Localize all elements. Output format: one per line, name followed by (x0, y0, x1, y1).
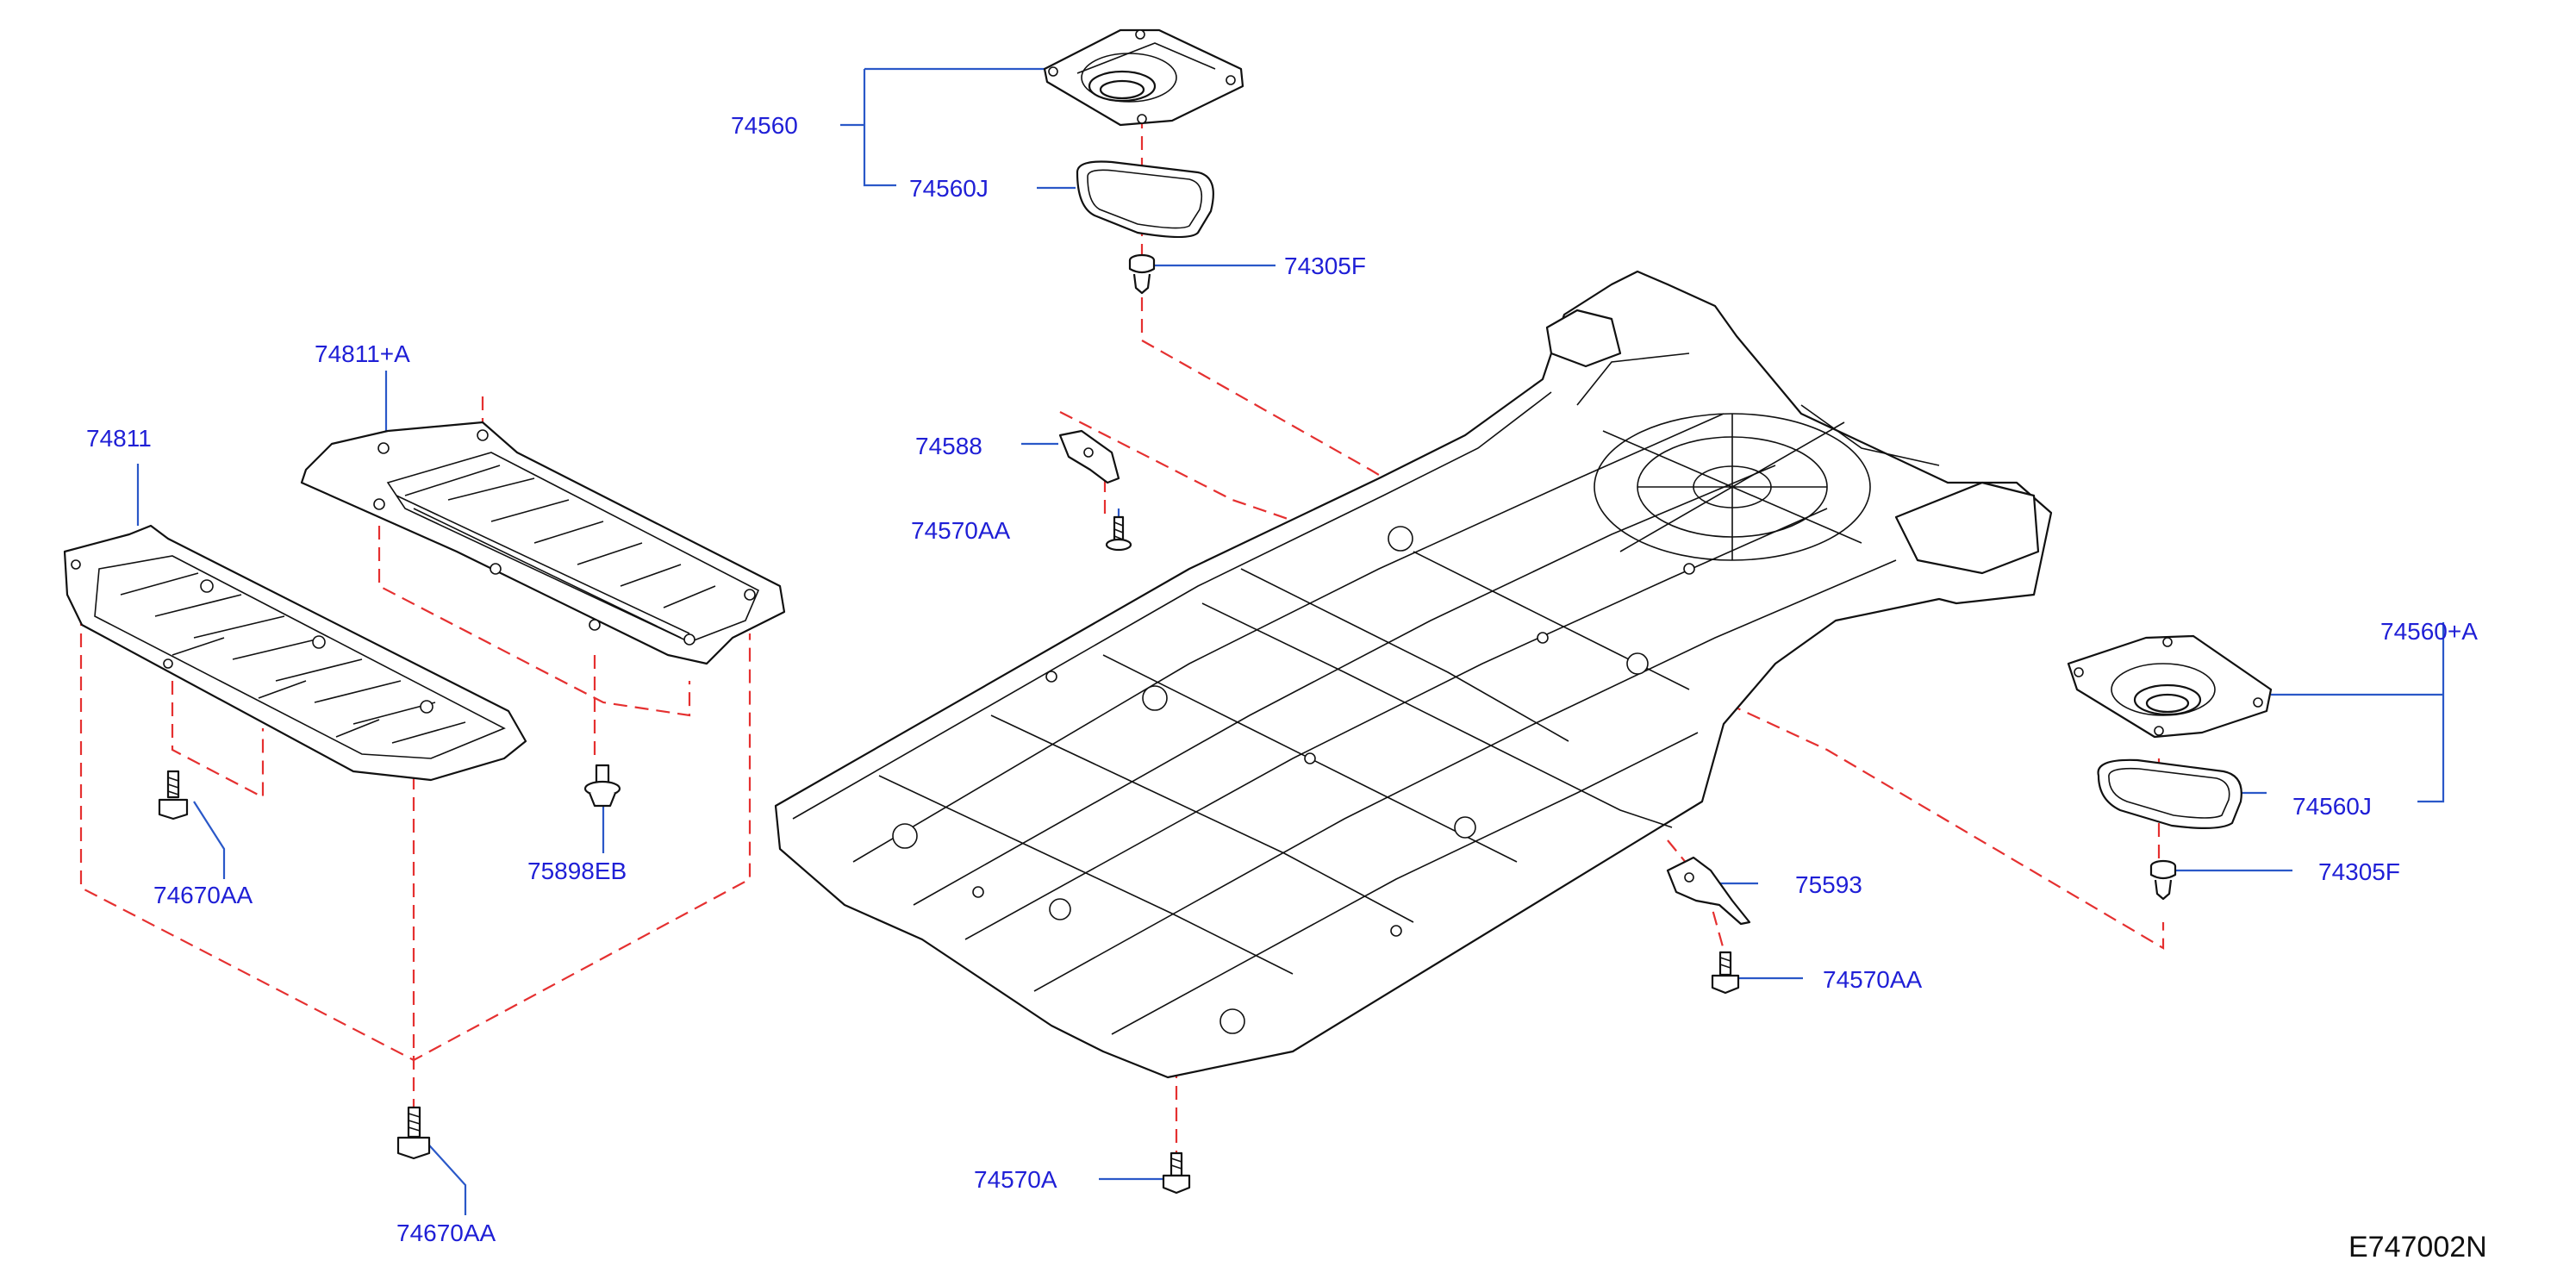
label-74305F-top: 74305F (1284, 253, 1366, 279)
part-74670AA-bolt-bottom (396, 1106, 431, 1160)
part-74570AA-bolt-left (1105, 515, 1132, 552)
part-74570A-bolt (1162, 1151, 1191, 1195)
part-74670AA-bolt-mid (158, 770, 189, 820)
label-74560J-right: 74560J (2292, 793, 2372, 820)
part-74560-cover (1043, 28, 1244, 127)
label-74570A: 74570A (974, 1166, 1057, 1193)
label-75898EB: 75898EB (527, 858, 627, 884)
label-74670AA-mid: 74670AA (153, 882, 253, 908)
part-74560A-cover (2067, 634, 2273, 739)
part-74305F-clip-right (2149, 859, 2177, 901)
label-74811A: 74811+A (315, 340, 410, 367)
label-74305F-right: 74305F (2318, 858, 2400, 885)
label-74588: 74588 (915, 433, 982, 459)
label-74570AA-left: 74570AA (911, 517, 1011, 544)
part-75593-bracket (1666, 856, 1751, 926)
part-74560J-seal-right (2097, 758, 2242, 829)
part-74305F-clip (1128, 253, 1156, 295)
part-74560J-seal (1076, 160, 1214, 239)
diagram-reference-code: E747002N (2348, 1231, 2487, 1263)
part-74811-cover (63, 524, 527, 782)
part-75898EB-clip (583, 764, 621, 808)
label-74811: 74811 (86, 425, 152, 452)
label-74670AA-bottom: 74670AA (396, 1220, 496, 1246)
label-74560J-top: 74560J (909, 175, 989, 202)
part-74570AA-bolt-right (1711, 951, 1740, 995)
label-74560: 74560 (731, 112, 798, 139)
part-floor-panel (774, 270, 2053, 1079)
label-75593: 75593 (1795, 871, 1862, 898)
label-74560A: 74560+A (2380, 618, 2478, 645)
part-74811A-cover (300, 421, 786, 665)
part-labels: 74560 74560J 74305F 74811+A 74811 74588 … (86, 112, 2478, 1246)
label-74570AA-right: 74570AA (1823, 966, 1923, 993)
part-74588-bracket (1058, 429, 1120, 484)
